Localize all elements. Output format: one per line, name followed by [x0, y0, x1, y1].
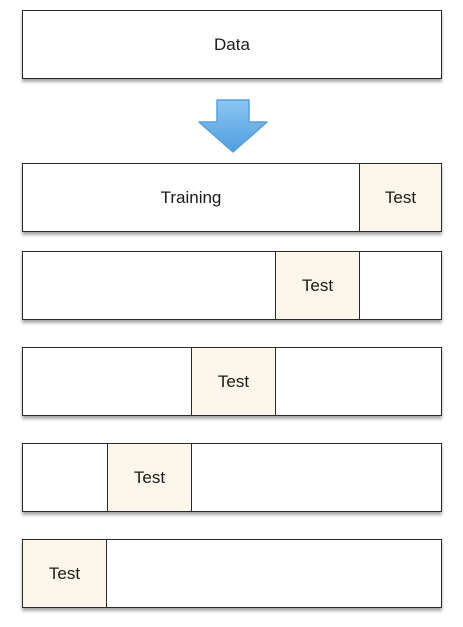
test-label: Test — [217, 371, 250, 391]
data-segment: Data — [23, 11, 441, 78]
data-box: Data — [22, 10, 442, 79]
test-label: Test — [384, 187, 417, 207]
test-label: Test — [301, 275, 334, 295]
training-label: Training — [160, 187, 222, 207]
test-segment: Test — [359, 164, 441, 231]
test-segment: Test — [191, 348, 276, 415]
fold-2: Test — [22, 251, 442, 320]
down-arrow-icon — [198, 99, 268, 153]
data-label: Data — [214, 34, 250, 54]
fold-3: Test — [22, 347, 442, 416]
fold-1: Training Test — [22, 163, 442, 232]
fold-5: Test — [22, 539, 442, 608]
training-segment: Training — [23, 164, 359, 231]
test-segment: Test — [107, 444, 192, 511]
test-label: Test — [48, 563, 81, 583]
fold-4: Test — [22, 443, 442, 512]
test-segment: Test — [23, 540, 107, 607]
test-segment: Test — [275, 252, 360, 319]
test-label: Test — [133, 467, 166, 487]
